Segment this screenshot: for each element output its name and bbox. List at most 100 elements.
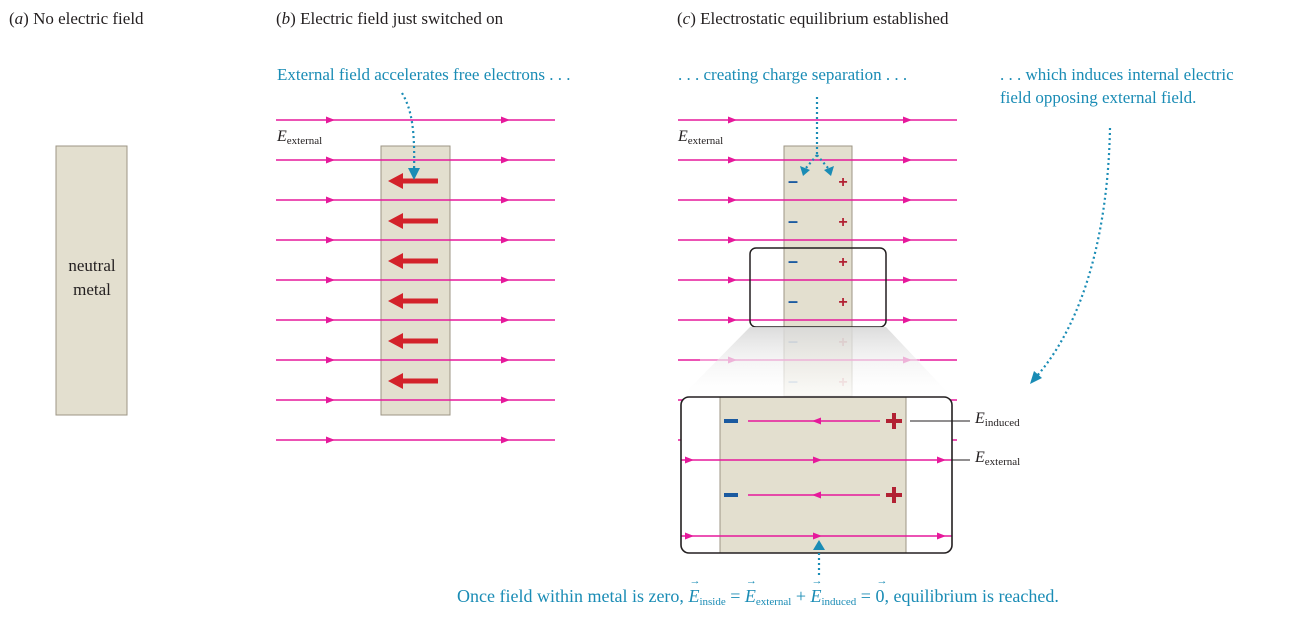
- annotation-b: External field accelerates free electron…: [277, 65, 571, 84]
- e-external-label-zoom: Eexternal: [975, 449, 1020, 468]
- field-line-arrowhead: [903, 236, 912, 244]
- electron-force-arrowhead: [388, 373, 403, 389]
- field-line-arrowhead: [501, 276, 510, 284]
- neutral-label-line2: metal: [73, 280, 111, 299]
- annotation-c2-line2: field opposing external field.: [1000, 88, 1197, 107]
- e-external-label-b: Eexternal: [277, 128, 322, 147]
- field-line-arrowhead: [728, 116, 737, 124]
- plus-charge-large-v: [892, 487, 896, 503]
- panel-b-title-text: Electric field just switched on: [300, 9, 504, 28]
- panel-c-title-text: Electrostatic equilibrium established: [700, 9, 949, 28]
- eq-e-external: E: [745, 575, 757, 607]
- e-sub: external: [984, 456, 1021, 468]
- e-sub: external: [286, 135, 323, 147]
- eq-suffix: , equilibrium is reached.: [884, 586, 1059, 606]
- neutral-metal-bar: [55, 145, 128, 416]
- field-line-arrowhead: [501, 396, 510, 404]
- field-line-arrowhead: [728, 156, 737, 164]
- panel-a-title-text: No electric field: [33, 9, 144, 28]
- induced-field-arrowhead: [812, 491, 821, 499]
- plus-charge: +: [838, 254, 847, 271]
- eq-prefix: Once field within metal is zero,: [457, 586, 684, 606]
- electron-force-arrowhead: [388, 213, 403, 229]
- minus-charge: –: [788, 211, 798, 231]
- zoom-metal: [719, 396, 907, 554]
- panel-a-title: (a) No electric field: [9, 9, 144, 28]
- panel-c-letter: c: [682, 9, 691, 28]
- zoom-projection: [681, 327, 952, 397]
- annotation-arrow-c2: [1036, 127, 1112, 377]
- annotation-c1: . . . creating charge separation . . .: [678, 65, 908, 84]
- minus-charge: –: [788, 291, 798, 311]
- field-line-arrowhead: [728, 316, 737, 324]
- annotation-arrowhead-c2: [1030, 371, 1042, 384]
- panel-c-title: (c) Electrostatic equilibrium establishe…: [677, 9, 949, 28]
- electron-force-arrowhead: [388, 333, 403, 349]
- minus-charge-large: [724, 419, 738, 423]
- plus-charge: +: [838, 214, 847, 231]
- field-line-arrowhead: [326, 236, 335, 244]
- annotation-c2: . . . which induces internal electric fi…: [1000, 63, 1234, 109]
- minus-charge: –: [788, 251, 798, 271]
- field-line-arrowhead: [903, 196, 912, 204]
- field-line-arrowhead: [501, 356, 510, 364]
- electron-force-arrowhead: [388, 293, 403, 309]
- field-line-arrowhead: [813, 532, 822, 540]
- eq-equals-2: =: [860, 586, 871, 606]
- minus-charge: –: [788, 171, 798, 191]
- field-line-arrowhead: [728, 236, 737, 244]
- eq-sub-external: external: [755, 596, 792, 608]
- neutral-label-line1: neutral: [68, 256, 116, 275]
- induced-field-arrowhead: [812, 417, 821, 425]
- electron-force-arrowhead: [388, 173, 403, 189]
- electron-force-arrowhead: [388, 253, 403, 269]
- field-line-arrowhead: [903, 276, 912, 284]
- field-line-arrowhead: [728, 196, 737, 204]
- field-line-arrowhead: [685, 456, 694, 464]
- field-line-arrowhead: [501, 156, 510, 164]
- field-line-arrowhead: [903, 316, 912, 324]
- annotation-arrowhead-b: [408, 168, 420, 180]
- eq-e-inside: E: [688, 575, 700, 607]
- field-line-arrowhead: [903, 156, 912, 164]
- field-line-arrowhead: [501, 436, 510, 444]
- zoom-detail: [681, 396, 952, 554]
- annotation-c2-line1: . . . which induces internal electric: [1000, 65, 1234, 84]
- e-symbol: E: [975, 410, 985, 427]
- panel-b-letter: b: [281, 9, 291, 28]
- e-induced-label: Einduced: [975, 410, 1020, 429]
- field-line-arrowhead: [813, 456, 822, 464]
- field-line-arrowhead: [326, 436, 335, 444]
- panel-a-letter: a: [14, 9, 24, 28]
- field-line-arrowhead: [326, 276, 335, 284]
- field-lines-b: [276, 116, 555, 444]
- eq-equals: =: [730, 586, 741, 606]
- plus-charge: +: [838, 294, 847, 311]
- field-line-arrowhead: [903, 116, 912, 124]
- electron-arrows-b: [388, 173, 438, 389]
- e-symbol: E: [678, 128, 688, 145]
- field-line-arrowhead: [326, 156, 335, 164]
- zoom-detail-frame: [680, 396, 953, 554]
- plus-charge: +: [838, 174, 847, 191]
- e-sub: external: [687, 135, 724, 147]
- field-line-arrowhead: [326, 196, 335, 204]
- field-line-arrowhead: [685, 532, 694, 540]
- field-line-arrowhead: [937, 456, 946, 464]
- e-symbol: E: [277, 128, 287, 145]
- field-line-arrowhead: [501, 316, 510, 324]
- panel-b-title: (b) Electric field just switched on: [276, 9, 504, 28]
- annotation-arrowhead-eq: [813, 540, 825, 550]
- field-line-arrowhead: [326, 396, 335, 404]
- field-line-arrowhead: [937, 532, 946, 540]
- neutral-metal-label: neutral metal: [56, 254, 128, 302]
- annotation-arrow-b: [401, 92, 416, 173]
- e-sub: induced: [984, 417, 1020, 429]
- eq-sub-inside: inside: [699, 596, 726, 608]
- plus-charge-large-v: [892, 413, 896, 429]
- field-line-arrowhead: [501, 196, 510, 204]
- eq-e-induced: E: [810, 575, 822, 607]
- eq-zero-vector: 0: [875, 575, 887, 607]
- annotation-arrowhead-c1-left: [800, 166, 810, 176]
